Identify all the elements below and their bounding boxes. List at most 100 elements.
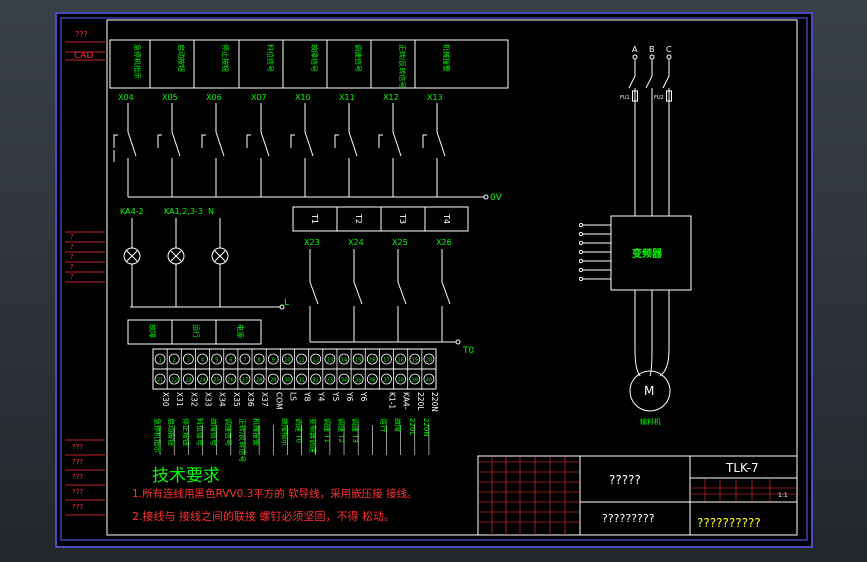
terminal-screw — [225, 353, 237, 365]
terminal-screw — [282, 373, 293, 385]
input-label: X11 — [339, 93, 355, 102]
terminal-screw — [197, 353, 208, 365]
terminal-label: X30 — [161, 392, 170, 407]
terminal-label: Y8 — [303, 391, 312, 402]
inner-border — [60, 17, 808, 541]
input-description: 故障信号 — [310, 44, 319, 72]
title-block — [477, 455, 798, 536]
outer-border — [55, 12, 813, 548]
terminal-number: 30 — [284, 378, 290, 384]
motor-lead — [649, 290, 653, 377]
input-descriptions: 急停机指示启动按钮停止按钮料位信号故障信号调速信号正转/反转信号机械报警 — [133, 40, 451, 88]
terminal-label: COM — [274, 392, 283, 410]
output-contact — [441, 281, 451, 305]
side-mid-label: ? — [70, 233, 74, 241]
terminal-label: Y6 — [359, 391, 368, 402]
terminal-description: 调速 T0 — [295, 418, 304, 443]
lamp-label: KA4-2 — [120, 207, 144, 216]
terminal-number: 37 — [383, 378, 389, 384]
terminal-screw — [338, 373, 350, 385]
input-button-head — [113, 134, 118, 148]
terminal-screw — [395, 373, 407, 385]
input-button-head — [157, 134, 162, 148]
output-label: X25 — [392, 238, 408, 247]
terminal-screw — [168, 353, 180, 365]
side-bottom-label: ??? — [72, 458, 83, 466]
inverter-terminal — [578, 258, 584, 264]
terminal-label: X32 — [189, 392, 198, 407]
terminal-label: X33 — [204, 392, 213, 407]
phase-label: A — [632, 45, 638, 54]
terminal-description: 故障信号 — [210, 418, 219, 446]
terminal-label: 220L — [416, 392, 425, 411]
lamp-label: N — [208, 207, 214, 216]
terminal-screw — [182, 353, 194, 365]
input-label: X12 — [383, 93, 399, 102]
terminal-description: 变频器调速 — [309, 418, 318, 453]
terminal-description: 220L — [408, 418, 416, 435]
notes-line-2: 2.接线与 接线之间的联接 螺钉必须坚固，不得 松动。 — [132, 509, 395, 523]
input-description: 料位信号 — [266, 44, 275, 72]
terminal-number: 4 — [201, 358, 204, 364]
drawing-name: ????? — [609, 473, 641, 487]
terminal-screw — [154, 373, 166, 385]
terminal-screw — [154, 353, 166, 365]
terminal-description: 正转/反转信号 — [238, 418, 247, 462]
terminal-screw — [296, 353, 307, 365]
terminal-screw — [366, 353, 378, 365]
frame-line — [106, 19, 798, 536]
terminal-screw — [352, 373, 364, 385]
terminal-screw — [423, 353, 435, 365]
terminal-labels: X30急停机指示X31启动按钮X32停止按钮X33料位信号X34故障信号X35调… — [153, 391, 439, 462]
terminal-screw — [239, 353, 251, 365]
input-description: 急停机指示 — [133, 44, 142, 79]
drawing-number: TLK-7 — [725, 461, 759, 475]
side-bottom-label: ??? — [72, 473, 83, 481]
title-block-grid — [478, 456, 797, 535]
terminal-label: Y4 — [317, 391, 326, 402]
input-description: 停止按钮 — [221, 44, 230, 72]
terminal-number: 27 — [242, 378, 248, 384]
notes-title: 技术要求 — [152, 466, 220, 486]
lamp-common-terminal — [279, 304, 285, 310]
terminal-number: 10 — [284, 358, 290, 364]
terminal-blocks: 1212223234245256267278289291030113112321… — [154, 349, 435, 389]
output-label: X26 — [436, 238, 452, 247]
inverter-control-terminals — [578, 222, 611, 282]
terminal-screw — [296, 373, 307, 385]
terminal-screw — [381, 353, 392, 365]
terminal-number: 19 — [412, 358, 418, 364]
terminal-number: 7 — [243, 358, 246, 364]
terminal-number: 34 — [341, 378, 347, 384]
input-contact — [348, 131, 358, 157]
terminal-number: 15 — [355, 358, 361, 364]
side-bottom-label: ??? — [72, 488, 83, 496]
terminal-label: X35 — [232, 392, 241, 407]
lamp-description: 运行 — [192, 324, 201, 338]
terminal-number: 24 — [199, 378, 205, 384]
terminal-label: Y6 — [345, 391, 354, 402]
output-contact — [353, 281, 363, 305]
relay-label: T4 — [442, 213, 451, 224]
terminal-number: 20 — [426, 358, 432, 364]
side-label-cad: CAD — [74, 51, 93, 61]
terminal-number: 13 — [327, 358, 333, 364]
terminal-description: 调速 T2 — [337, 418, 346, 443]
input-button-head — [334, 134, 339, 148]
input-contact — [304, 131, 314, 157]
terminal-label: 220N — [430, 392, 439, 412]
terminal-label: KA4- — [402, 392, 411, 410]
lamp-description-box — [127, 319, 262, 345]
phase-label: B — [649, 45, 655, 54]
lamp-descriptions: 故障运行电源 — [148, 320, 245, 344]
terminal-description: 故障指示 — [280, 418, 289, 446]
terminal-screw — [239, 373, 251, 385]
terminal-number: 33 — [327, 378, 333, 384]
terminal-description: 运行 — [379, 418, 388, 432]
side-mid-label: ? — [70, 243, 74, 251]
scale-label: 1:1 — [778, 492, 788, 499]
terminal-number: 9 — [272, 358, 275, 364]
